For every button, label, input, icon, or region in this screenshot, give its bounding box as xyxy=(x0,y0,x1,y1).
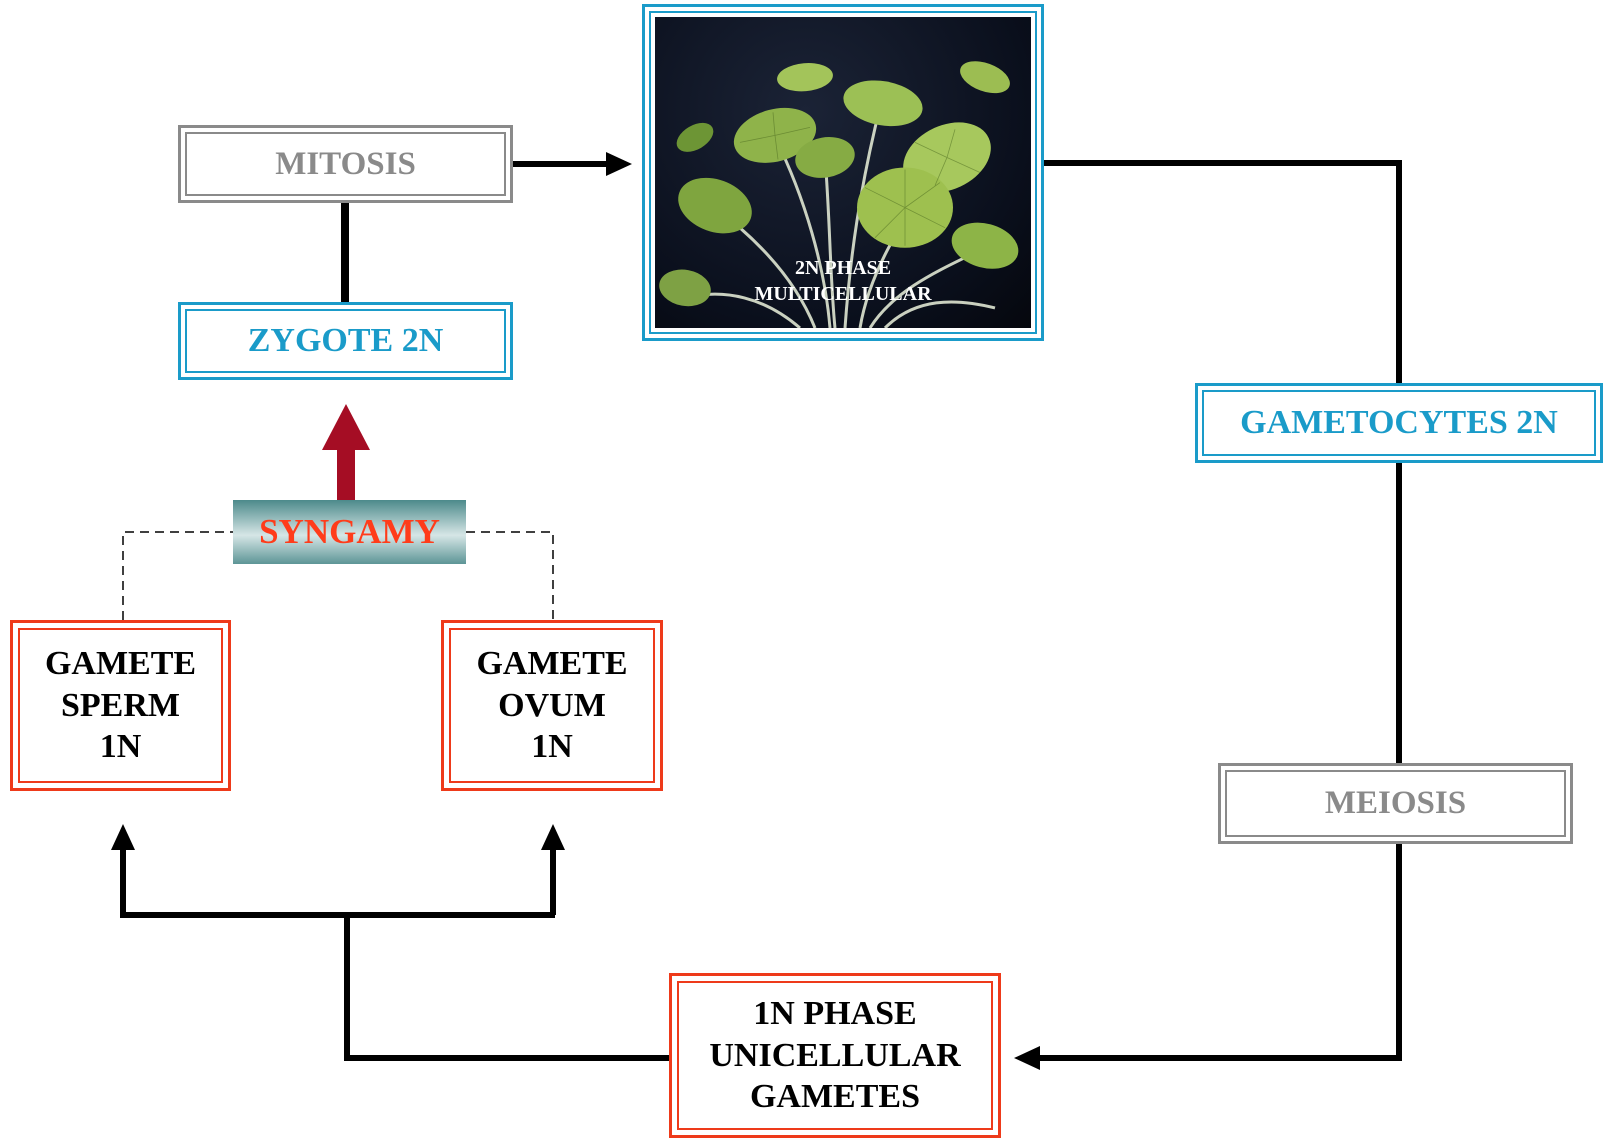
syngamy-box: SYNGAMY xyxy=(233,500,466,564)
plant-illustration xyxy=(659,61,1019,328)
2n-to-gametocytes-line xyxy=(1044,160,1402,385)
sperm-syngamy-dashed xyxy=(122,531,233,620)
gamete-sperm-line-2: SPERM xyxy=(61,686,180,724)
syngamy-label: SYNGAMY xyxy=(259,512,440,551)
meiosis-to-1n-line xyxy=(1038,843,1402,1061)
gamete-ovum-box: GAMETE OVUM 1N xyxy=(441,620,663,791)
2n-phase-caption: 2N PHASE MULTICELLULAR xyxy=(655,255,1031,307)
gamete-ovum-line-1: GAMETE xyxy=(476,645,628,683)
acetabularia-photo: 2N PHASE MULTICELLULAR xyxy=(655,17,1031,328)
gametocytes-label: GAMETOCYTES 2N xyxy=(1240,404,1558,442)
gamete-sperm-line-3: 1N xyxy=(99,728,142,766)
mitosis-label: MITOSIS xyxy=(275,145,416,182)
2n-phase-line-1: 2N PHASE xyxy=(794,257,892,279)
1n-phase-line-2: UNICELLULAR xyxy=(709,1036,961,1074)
gamete-sperm-box: GAMETE SPERM 1N xyxy=(10,620,231,791)
gamete-ovum-line-3: 1N xyxy=(531,728,573,766)
1n-phase-line-3: GAMETES xyxy=(749,1078,921,1116)
1n-to-gametes-line xyxy=(344,917,672,1061)
gamete-sperm-line-1: GAMETE xyxy=(44,645,197,683)
1n-phase-line-1: 1N PHASE xyxy=(753,995,917,1033)
mitosis-box: MITOSIS xyxy=(178,125,513,203)
meiosis-box: MEIOSIS xyxy=(1218,763,1573,844)
meiosis-to-1n-arrowhead xyxy=(1014,1046,1040,1070)
gamete-ovum-line-2: OVUM xyxy=(498,686,606,724)
zygote-box: ZYGOTE 2N xyxy=(178,302,513,380)
syngamy-arrow-shaft xyxy=(337,448,355,500)
2n-phase-line-2: MULTICELLULAR xyxy=(754,283,932,305)
1n-phase-box: 1N PHASE UNICELLULAR GAMETES xyxy=(669,973,1001,1138)
to-ovum-arrowhead xyxy=(541,824,565,850)
meiosis-label: MEIOSIS xyxy=(1324,785,1467,822)
syngamy-arrow-head xyxy=(322,404,370,450)
to-sperm-arrowhead xyxy=(111,824,135,850)
gametocytes-box: GAMETOCYTES 2N xyxy=(1195,383,1603,463)
zygote-label: ZYGOTE 2N xyxy=(247,322,444,360)
mitosis-to-2n-arrowhead xyxy=(606,152,632,176)
ovum-syngamy-dashed xyxy=(466,531,554,620)
2n-phase-photo-frame: 2N PHASE MULTICELLULAR xyxy=(642,4,1044,341)
